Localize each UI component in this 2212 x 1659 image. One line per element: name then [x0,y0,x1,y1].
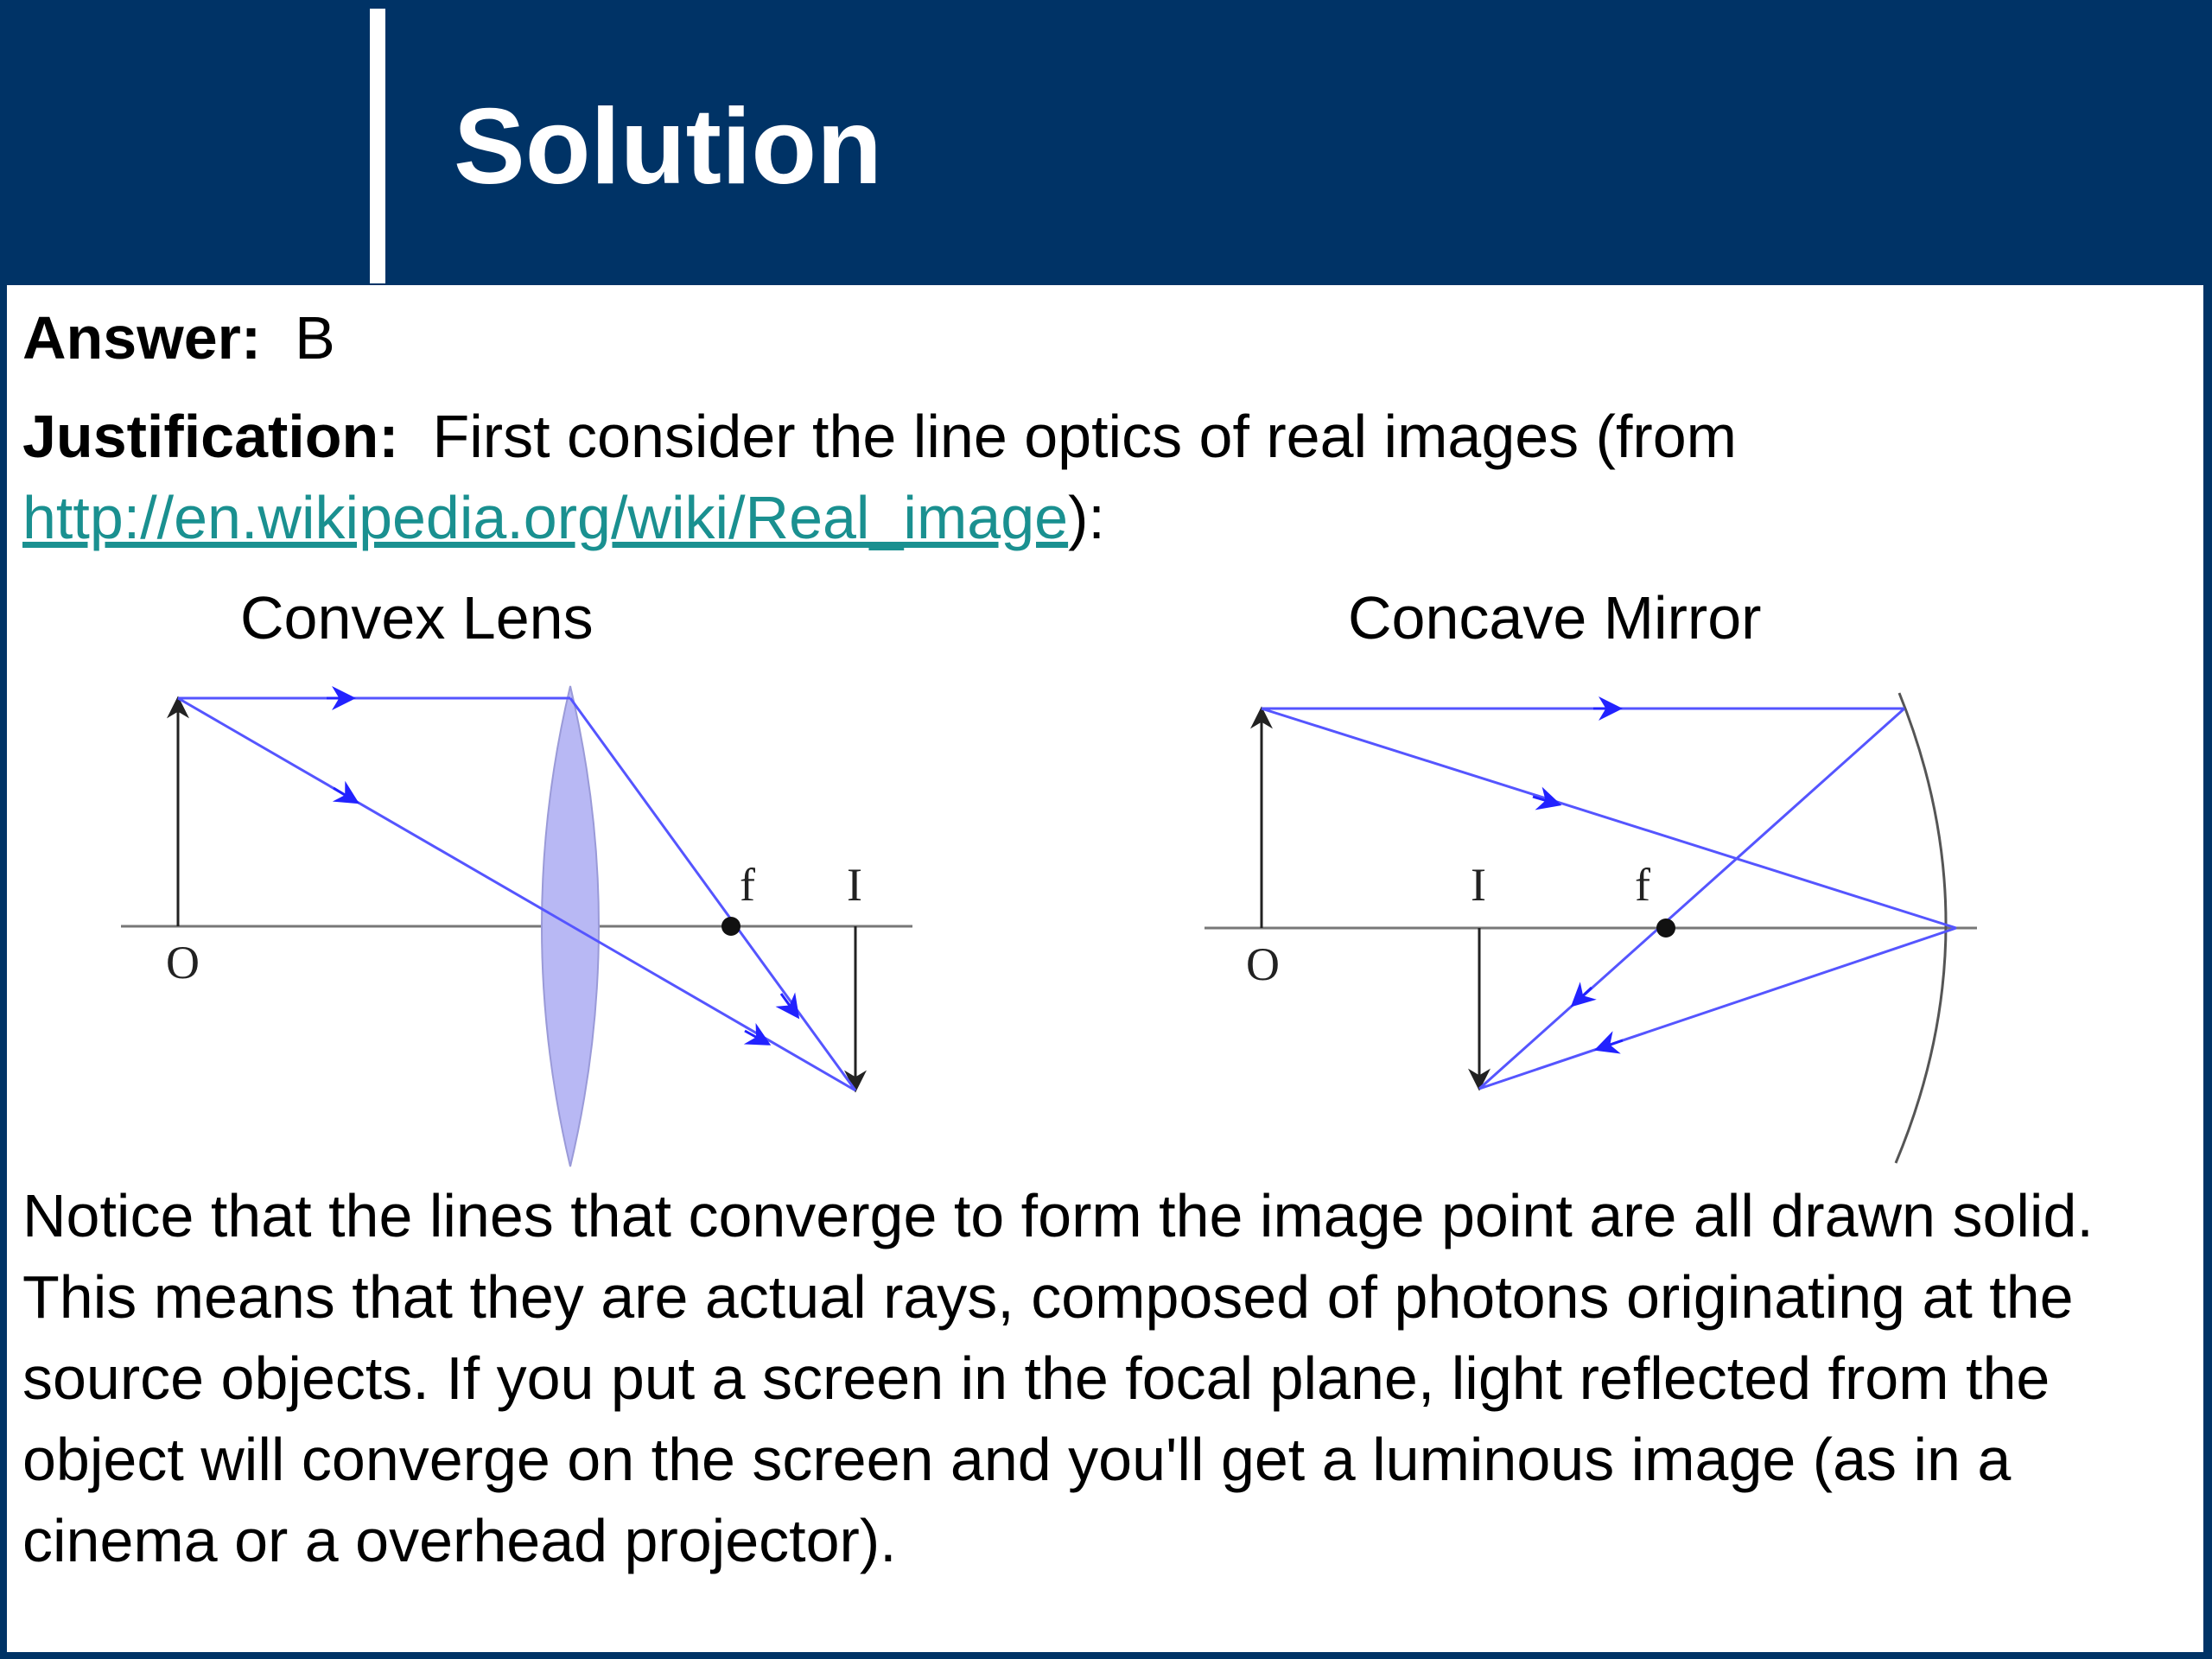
lens-focal-point [721,917,741,936]
justification-label: Justification: [22,403,399,470]
concave-mirror-diagram: O I f [1205,692,1977,1164]
concave-mirror-title: Concave Mirror [1348,584,1762,652]
lens-ray-arrowhead [743,1022,772,1046]
lens-object-label: O [166,937,200,988]
mirror-ray-reflected [1478,707,1905,1090]
mirror-ray-arrowhead [1570,982,1597,1007]
mirror-ray-arrowhead [1593,1031,1624,1054]
convex-lens-title: Convex Lens [240,584,594,652]
answer-line: Answer: B [22,297,335,378]
lens-ray-arrowhead [775,992,800,1020]
justification-paragraph: Justification: First consider the line o… [22,396,1737,558]
lens-focal-label: f [740,859,755,911]
answer-label: Answer: [22,304,262,372]
justification-text: First consider the line optics of real i… [432,403,1737,470]
lens-ray-central [177,696,856,1092]
concave-mirror [1894,692,1948,1164]
wikipedia-link[interactable]: http://en.wikipedia.org/wiki/Real_image [22,484,1069,551]
mirror-focal-label: f [1635,859,1650,911]
slide-title: Solution [454,87,882,207]
mirror-image-label: I [1471,859,1486,911]
mirror-ray-from-vertex [1478,926,1957,1090]
lens-ray-arrowhead [332,780,359,804]
slide-content: Answer: B Justification: First consider … [7,285,2203,1652]
lens-image-label: I [847,859,862,911]
mirror-object-label: O [1246,938,1280,990]
explanation-paragraph: Notice that the lines that converge to f… [22,1182,2094,1574]
optics-diagrams: O f I O I f [121,685,1977,1167]
mirror-ray-arrowhead [1532,786,1562,810]
justification-suffix: ): [1068,484,1105,551]
convex-lens-diagram: O f I [121,685,912,1167]
header-divider [370,9,385,283]
lens-ray-refracted [569,697,857,1091]
slide-header: Solution [0,0,2212,285]
answer-value: B [295,304,335,372]
mirror-ray-to-vertex [1261,707,1957,930]
mirror-focal-point [1656,918,1675,938]
